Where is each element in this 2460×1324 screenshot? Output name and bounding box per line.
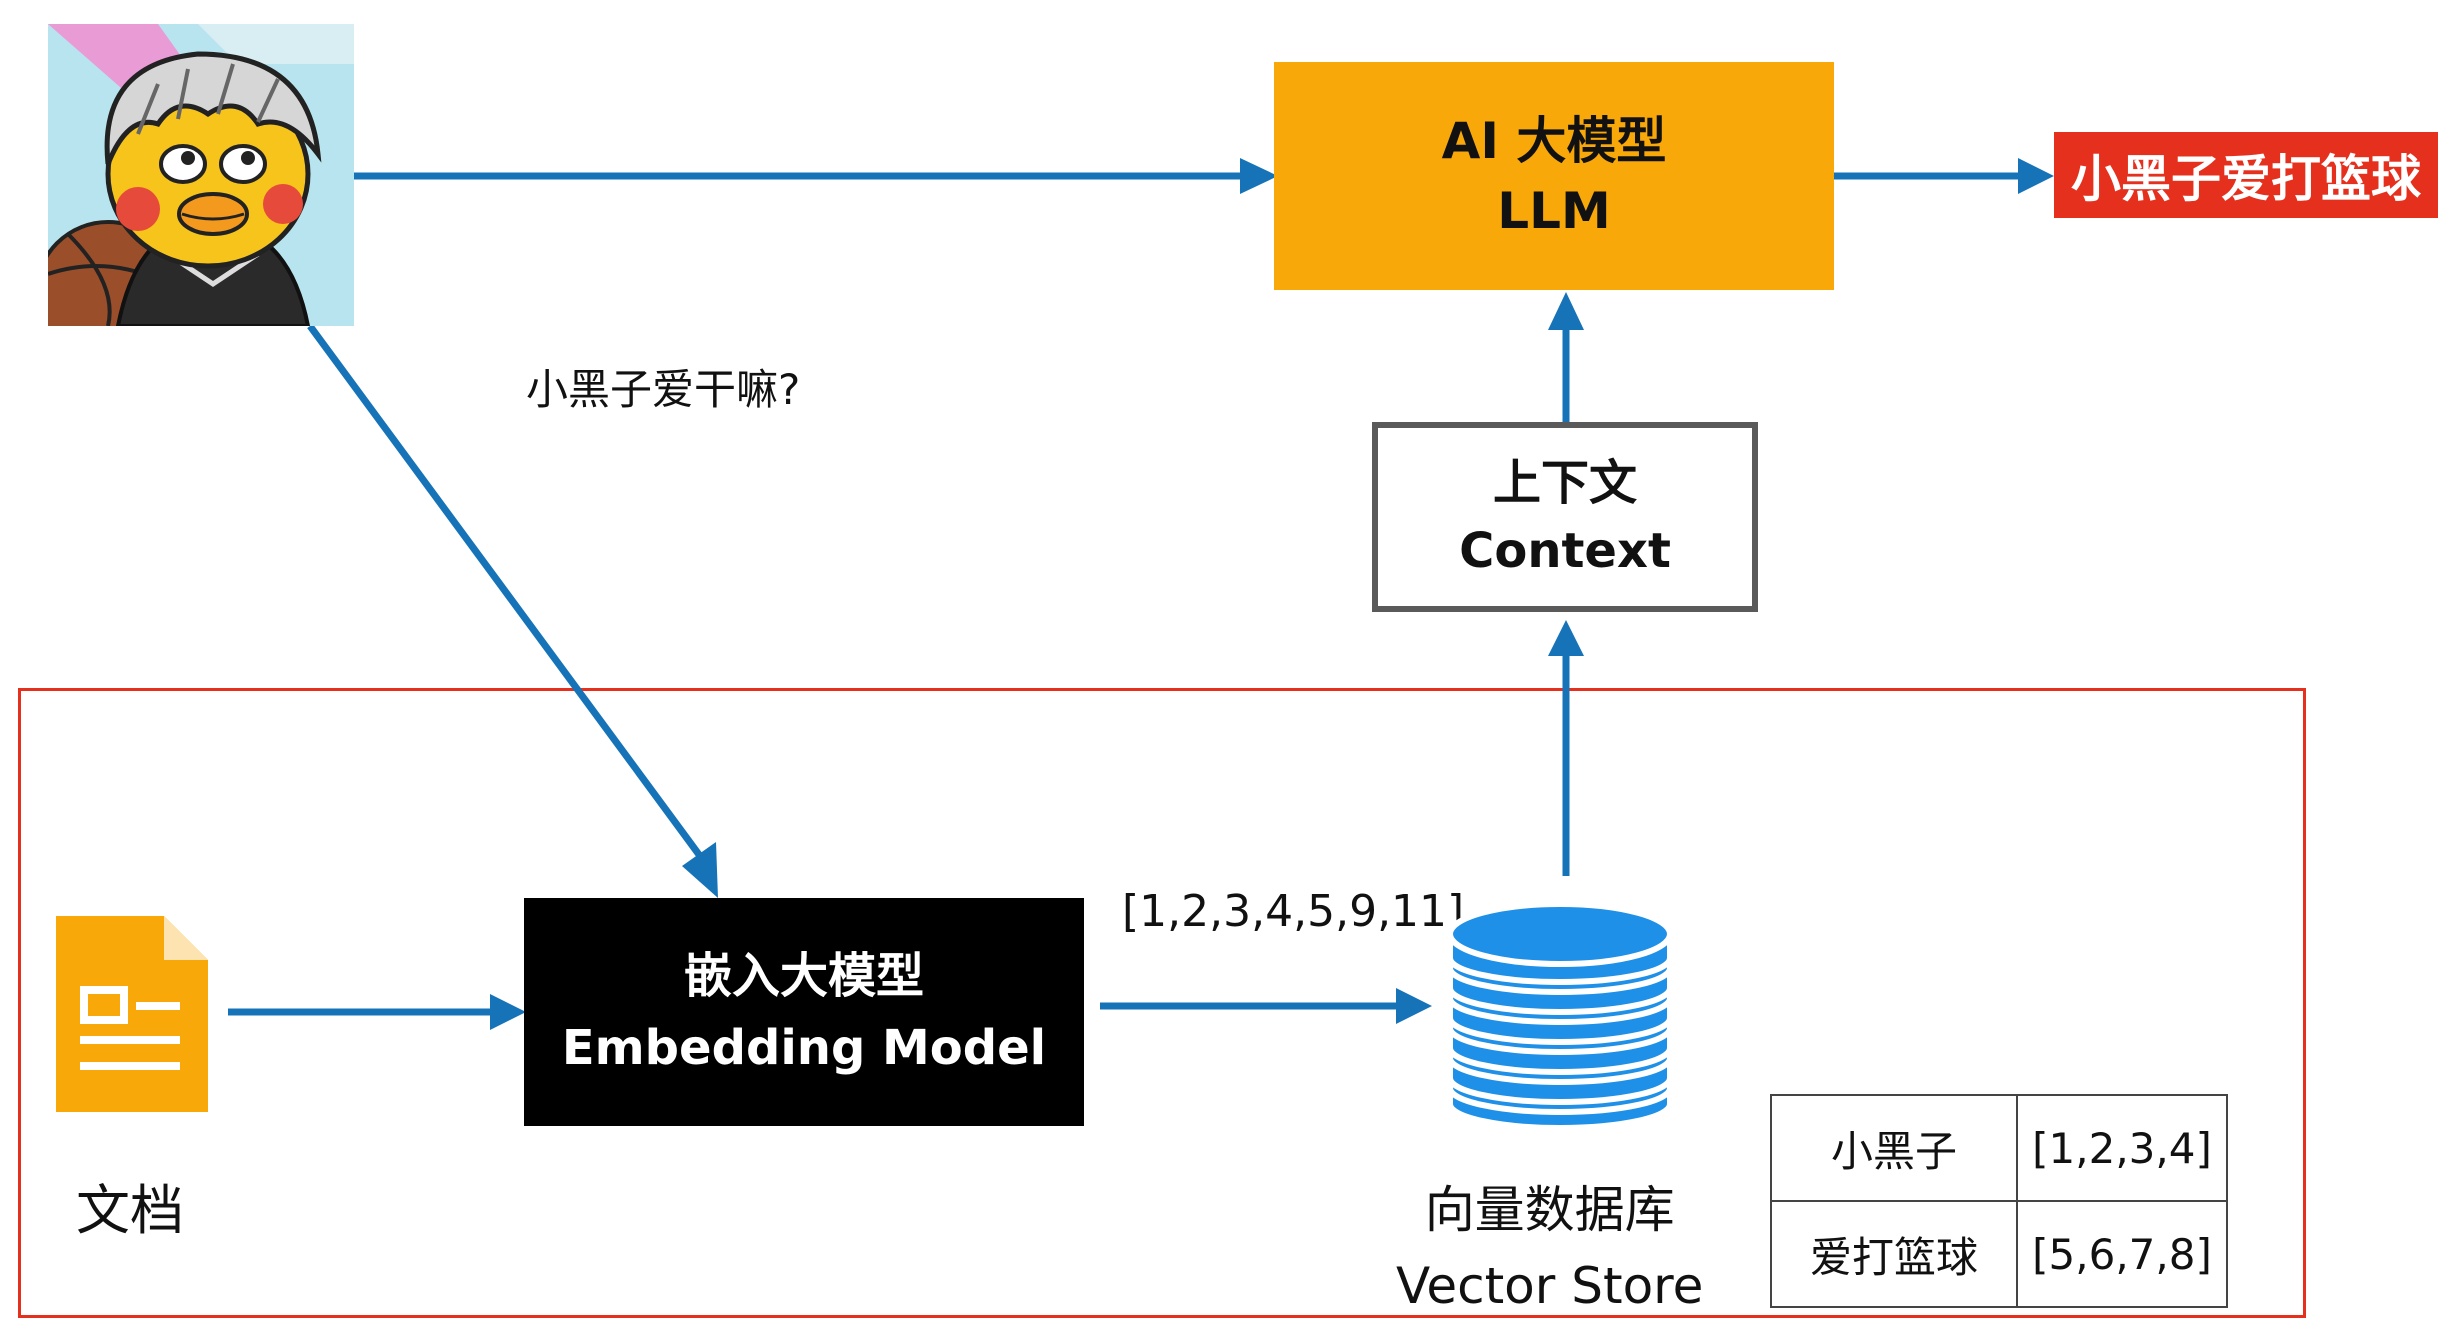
table-row: 爱打篮球 [5,6,7,8] (1770, 1200, 2228, 1308)
context-box: 上下文 Context (1372, 422, 1758, 612)
arrow-user-to-embedding (307, 323, 703, 859)
database-icon (1444, 898, 1676, 1131)
embedding-title: 嵌入大模型 (683, 948, 924, 1004)
arrowhead-embedding-to-store (1396, 988, 1432, 1024)
vector-store-label: 向量数据库 Vector Store (1396, 1172, 1703, 1324)
table-key-cell: 小黑子 (1770, 1094, 2018, 1202)
table-vector-cell: [1,2,3,4] (2016, 1094, 2228, 1202)
context-title: 上下文 (1492, 455, 1637, 511)
retrieval-region (18, 688, 2306, 1318)
table-vector-cell: [5,6,7,8] (2016, 1200, 2228, 1308)
vector-store-subtitle: Vector Store (1396, 1257, 1704, 1315)
arrowhead-doc-to-embedding (490, 994, 526, 1030)
question-text: 小黑子爱干嘛? (526, 365, 801, 414)
embedding-model-box: 嵌入大模型 Embedding Model (524, 898, 1084, 1126)
table-row: 小黑子 [1,2,3,4] (1770, 1094, 2228, 1202)
arrowhead-user-to-llm (1240, 158, 1278, 194)
llm-subtitle: LLM (1497, 182, 1611, 240)
vector-table: 小黑子 [1,2,3,4] 爱打篮球 [5,6,7,8] (1770, 1094, 2228, 1308)
vector-store-title: 向量数据库 (1424, 1181, 1675, 1239)
document-icon (56, 916, 208, 1112)
arrowhead-llm-to-answer (2018, 158, 2054, 194)
vector-output-text: [1,2,3,4,5,9,11] (1122, 886, 1465, 937)
document-label: 文档 (76, 1179, 184, 1242)
arrowhead-user-to-embedding (682, 842, 718, 898)
cartoon-chick-avatar-icon (48, 24, 354, 326)
context-subtitle: Context (1459, 523, 1671, 579)
table-key-cell: 爱打篮球 (1770, 1200, 2018, 1308)
embedding-subtitle: Embedding Model (561, 1020, 1047, 1076)
arrowhead-context-to-llm (1548, 292, 1584, 330)
llm-title: AI 大模型 (1441, 112, 1667, 170)
arrowhead-store-to-context (1548, 620, 1584, 656)
answer-label: 小黑子爱打篮球 (2054, 132, 2438, 218)
llm-box: AI 大模型 LLM (1274, 62, 1834, 290)
